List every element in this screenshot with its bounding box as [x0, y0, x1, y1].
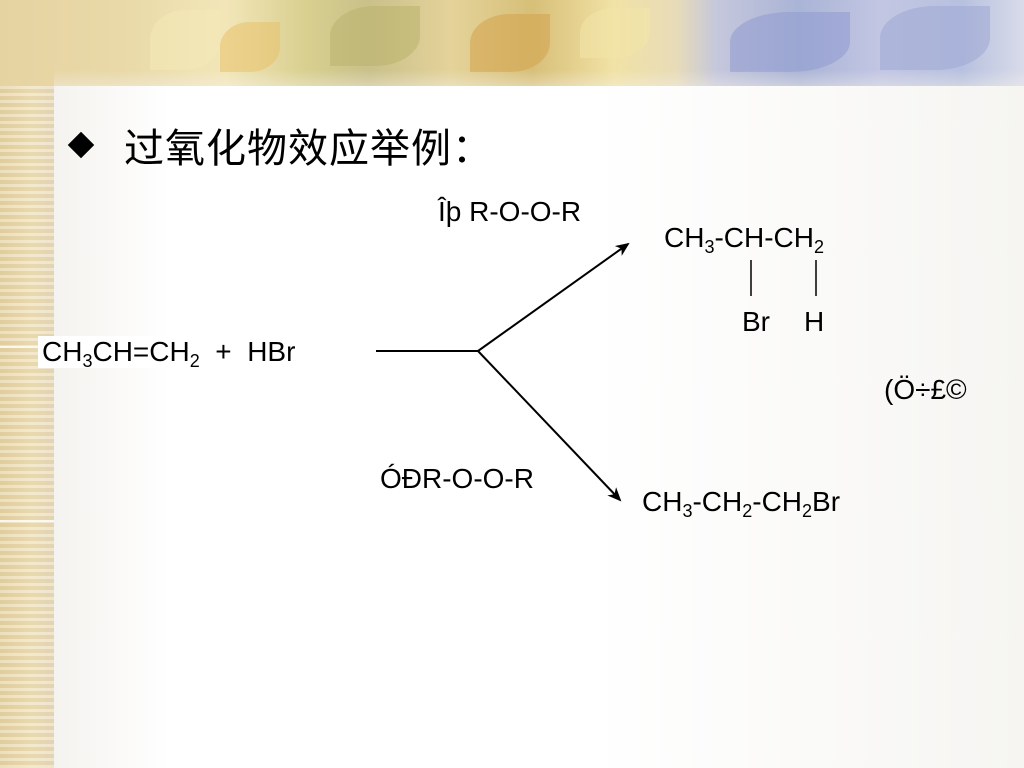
condition-bottom-label: ÓÐR-O-O-R — [380, 463, 534, 494]
condition-top-label: Îþ R-O-O-R — [438, 196, 582, 227]
leaf-decoration — [470, 14, 550, 72]
substituent-h: H — [804, 306, 825, 337]
strip-seam — [0, 346, 54, 348]
strip-seam — [0, 520, 54, 522]
product-bottom-formula: CH3-CH2-CH2Br — [642, 486, 841, 521]
leaf-decoration — [730, 12, 850, 72]
substituent-br: Br — [742, 306, 770, 337]
arrow-to-product-bottom — [477, 350, 622, 502]
slide-title-row: 过氧化物效应举例： — [67, 116, 493, 174]
slide-title: 过氧化物效应举例： — [124, 126, 493, 172]
leaf-decoration — [220, 22, 280, 72]
arrow-to-product-top — [477, 242, 630, 352]
left-decorative-strip — [0, 0, 54, 768]
reactant-formula: CH3CH=CH2 + HBr — [38, 336, 300, 370]
leaf-decoration — [880, 6, 990, 70]
slide-content-background — [54, 86, 1024, 768]
leaf-decoration — [330, 6, 420, 66]
major-product-note: (Ö÷£© — [884, 374, 967, 405]
leaf-decoration — [580, 8, 650, 58]
product-top-formula: CH3-CH-CH2 — [664, 222, 825, 257]
leaf-decoration — [150, 10, 220, 70]
